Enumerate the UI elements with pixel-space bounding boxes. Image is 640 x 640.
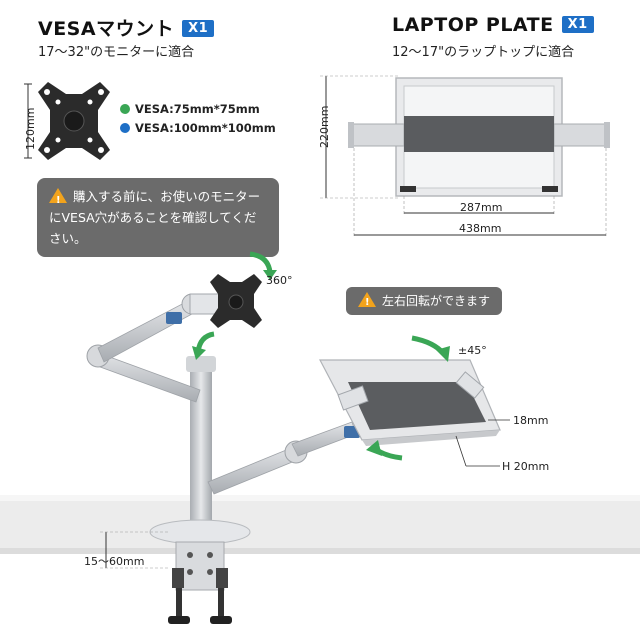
vesa-height-label: 120mm (24, 107, 37, 150)
laptop-inner-width-label: 287mm (460, 201, 503, 214)
tilt-note: 左右回転ができます (346, 287, 503, 315)
vesa-badge: X1 (182, 20, 215, 37)
warning-icon (49, 188, 67, 211)
warning-icon (358, 292, 376, 312)
tilt-note-text: 左右回転ができます (382, 294, 491, 308)
vesa-title-text: VESAマウント (38, 18, 175, 40)
vesa-spec-75: VESA:75mm*75mm (120, 102, 260, 116)
vesa-warning-text: 購入する前に、お使いのモニターにVESA穴があることを確認してください。 (49, 189, 261, 246)
check-icon (120, 123, 130, 133)
laptop-badge: X1 (561, 16, 594, 33)
plate-height-20mm-label: H 20mm (502, 460, 550, 473)
vesa-warning-note: 購入する前に、お使いのモニターにVESA穴があることを確認してください。 (37, 178, 279, 257)
vesa-subtitle: 17～32"のモニターに適合 (38, 45, 195, 60)
rotation-360-label: 360° (266, 274, 293, 287)
thickness-18mm-label: 18mm (513, 414, 549, 427)
laptop-outer-width-label: 438mm (459, 222, 502, 235)
tilt-45-label: ±45° (458, 344, 487, 357)
vesa-spec-100: VESA:100mm*100mm (120, 121, 276, 135)
clamp-range-label: 15～60mm (84, 555, 145, 568)
laptop-title-text: LAPTOP PLATE (392, 14, 554, 36)
monitor-arm-illustration (0, 251, 640, 624)
check-icon (120, 104, 130, 114)
vesa-spec-100-text: VESA:100mm*100mm (135, 121, 276, 135)
laptop-plate-drawing (320, 75, 610, 238)
vesa-plate-drawing (24, 82, 110, 160)
vesa-spec-75-text: VESA:75mm*75mm (135, 102, 260, 116)
laptop-title: LAPTOP PLATE X1 (392, 14, 594, 36)
laptop-subtitle: 12～17"のラップトップに適合 (392, 45, 575, 60)
laptop-height-label: 220mm (318, 105, 331, 148)
vesa-title: VESAマウント X1 (38, 14, 215, 41)
